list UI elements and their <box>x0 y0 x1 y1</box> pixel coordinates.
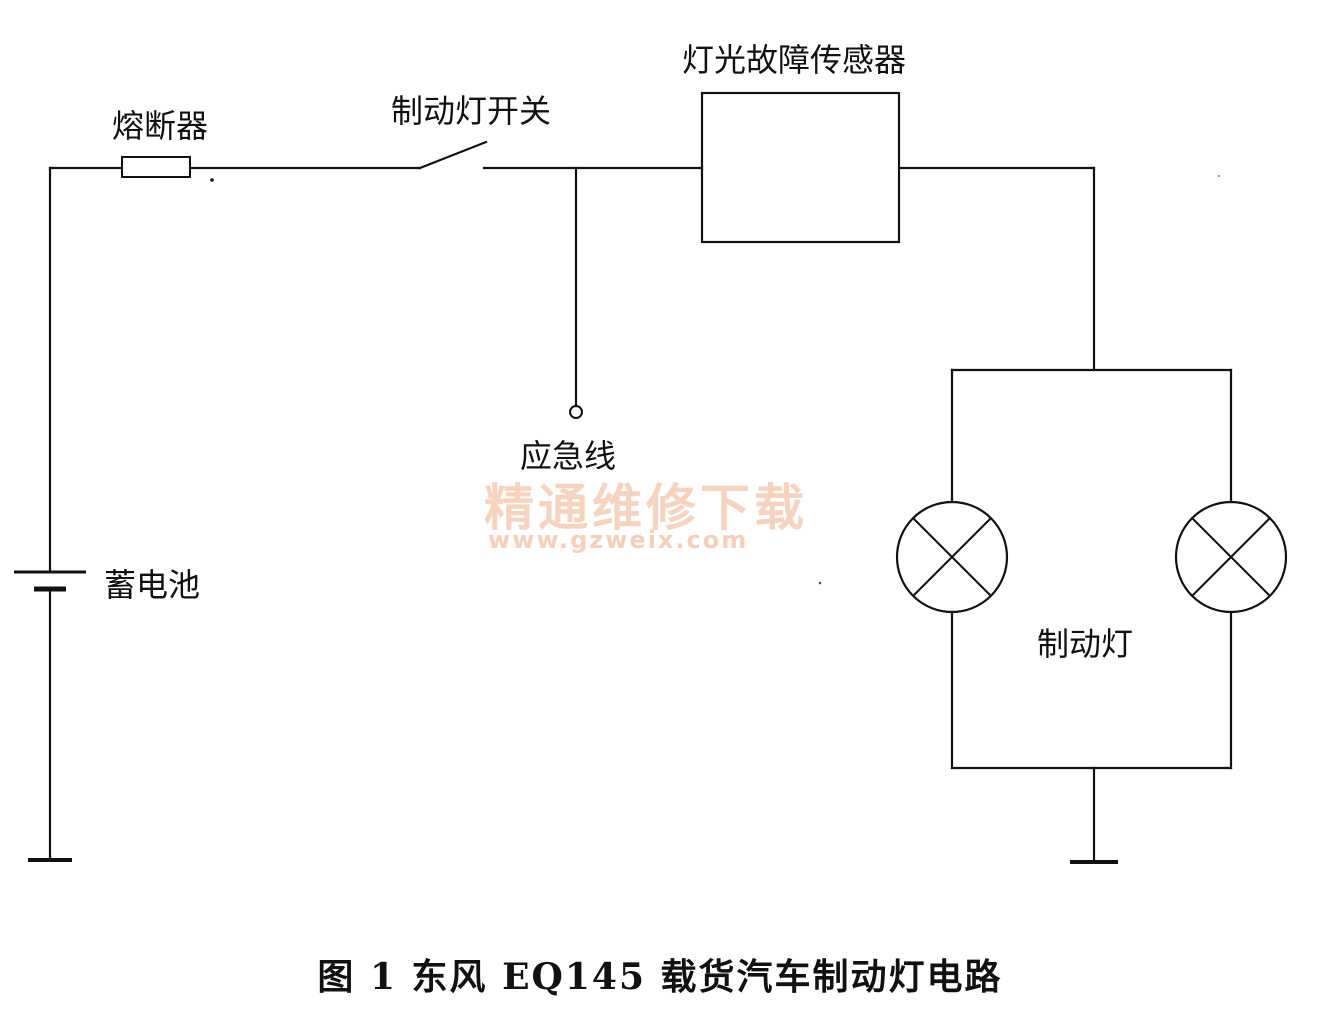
brake-switch-label: 制动灯开关 <box>391 92 552 130</box>
scan-speck <box>1218 175 1220 177</box>
emergency-terminal <box>569 405 583 419</box>
battery-label: 蓄电池 <box>104 566 201 604</box>
fuse <box>121 156 191 178</box>
brake-lamp-left-icon <box>895 500 1009 614</box>
brake-lamp-label: 制动灯 <box>1037 625 1134 663</box>
emergency-line-label: 应急线 <box>520 437 617 475</box>
fuse-label: 熔断器 <box>112 107 209 145</box>
watermark-text: 精通维修下载 <box>484 479 808 537</box>
watermark-url: www.gzweix.com <box>488 526 749 554</box>
brake-switch-blade <box>418 140 488 170</box>
scan-speck <box>818 581 822 585</box>
lamp-failure-sensor-label: 灯光故障传感器 <box>682 41 907 79</box>
battery-icon <box>14 570 86 592</box>
figure-caption: 图 1 东风 EQ145 载货汽车制动灯电路 <box>317 956 1003 998</box>
lamp-failure-sensor-box <box>700 91 901 244</box>
brake-lamp-right-icon <box>1174 500 1288 614</box>
fuse-dot <box>210 178 214 182</box>
